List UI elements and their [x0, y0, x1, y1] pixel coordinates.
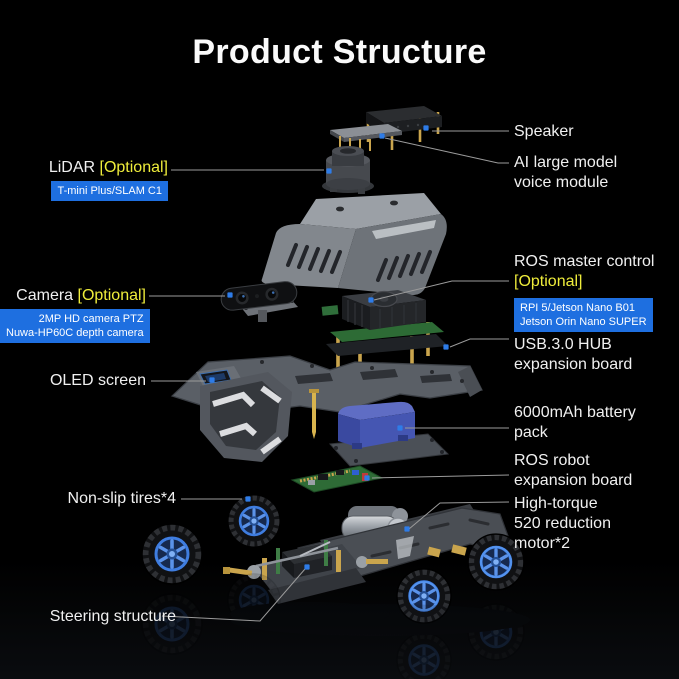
- front-fascia-illustration: [200, 372, 292, 462]
- camera-name: Camera: [16, 287, 74, 304]
- camera-optional-tag: [Optional]: [77, 287, 146, 304]
- leader-lines: [149, 130, 510, 622]
- chassis-illustration: [223, 504, 509, 604]
- label-steering-structure: Steering structure: [49, 608, 176, 625]
- wheel-front-left-illustration: [228, 495, 280, 547]
- ros-master-optional-tag: [Optional]: [514, 273, 583, 290]
- label-motor: High-torque 520 reduction motor*2: [514, 495, 611, 552]
- ros-master-model-badge: RPI 5/Jetson Nano B01 Jetson Orin Nano S…: [514, 298, 653, 332]
- floor-reflections: [142, 574, 530, 679]
- battery-illustration: [328, 401, 450, 467]
- ros-master-board-illustration: [321, 290, 448, 381]
- wheel-rear-left-illustration: [142, 524, 202, 584]
- marker-dots: [209, 125, 449, 570]
- camera-illustration: [220, 281, 298, 322]
- label-non-slip-tires: Non-slip tires*4: [67, 490, 176, 507]
- ros-master-name: ROS master control: [514, 253, 655, 270]
- page-title: Product Structure: [192, 33, 487, 71]
- lidar-name: LiDAR: [48, 159, 96, 176]
- lidar-illustration: [322, 146, 374, 194]
- canopy-shell-illustration: [261, 193, 447, 296]
- label-camera: Camera [Optional] 2MP HD camera PTZ Nuwa…: [0, 286, 150, 343]
- label-ros-master-control: ROS master control [Optional] RPI 5/Jets…: [514, 252, 654, 332]
- label-voice-module: AI large model voice module: [514, 154, 618, 191]
- label-oled-screen: OLED screen: [49, 372, 146, 389]
- lidar-model-badge: T-mini Plus/SLAM C1: [51, 181, 168, 201]
- brass-screw: [312, 392, 316, 432]
- label-speaker: Speaker: [514, 123, 574, 140]
- lidar-optional-tag: [Optional]: [99, 159, 168, 176]
- camera-model-badge: 2MP HD camera PTZ Nuwa-HP60C depth camer…: [0, 309, 150, 343]
- label-usb-hub: USB.3.0 HUB expansion board: [514, 336, 633, 373]
- label-battery: 6000mAh battery pack: [514, 404, 636, 441]
- label-lidar: LiDAR [Optional] T-mini Plus/SLAM C1: [10, 158, 168, 201]
- label-ros-expansion-board: ROS robot expansion board: [514, 452, 633, 489]
